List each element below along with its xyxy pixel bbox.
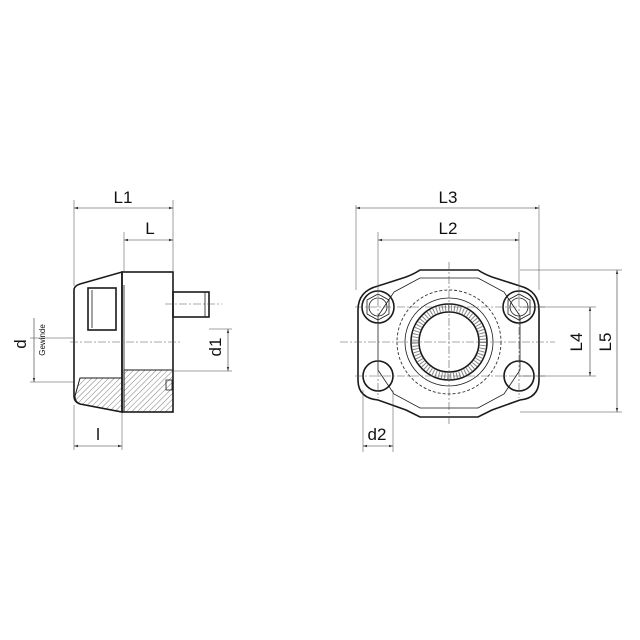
section-hatch-lower-right bbox=[123, 369, 174, 413]
front-view: L3 L2 L4 L5 d2 bbox=[340, 188, 622, 452]
label-L3: L3 bbox=[439, 188, 458, 207]
label-d: d bbox=[11, 339, 30, 348]
label-L5: L5 bbox=[596, 333, 615, 352]
side-view: L1 L d Gewinde d1 l bbox=[11, 188, 232, 450]
section-hatch-lower-left bbox=[74, 377, 123, 413]
label-L2: L2 bbox=[439, 219, 458, 238]
label-L4: L4 bbox=[567, 333, 586, 352]
label-gewinde: Gewinde bbox=[38, 324, 47, 356]
label-d1: d1 bbox=[206, 338, 225, 357]
label-l: l bbox=[96, 425, 100, 444]
flange-body-side bbox=[73, 270, 174, 413]
label-d2: d2 bbox=[368, 425, 387, 444]
bolt-stud bbox=[172, 291, 210, 318]
label-L1: L1 bbox=[114, 188, 133, 207]
label-L: L bbox=[145, 219, 154, 238]
flange-outline-front bbox=[357, 269, 540, 418]
